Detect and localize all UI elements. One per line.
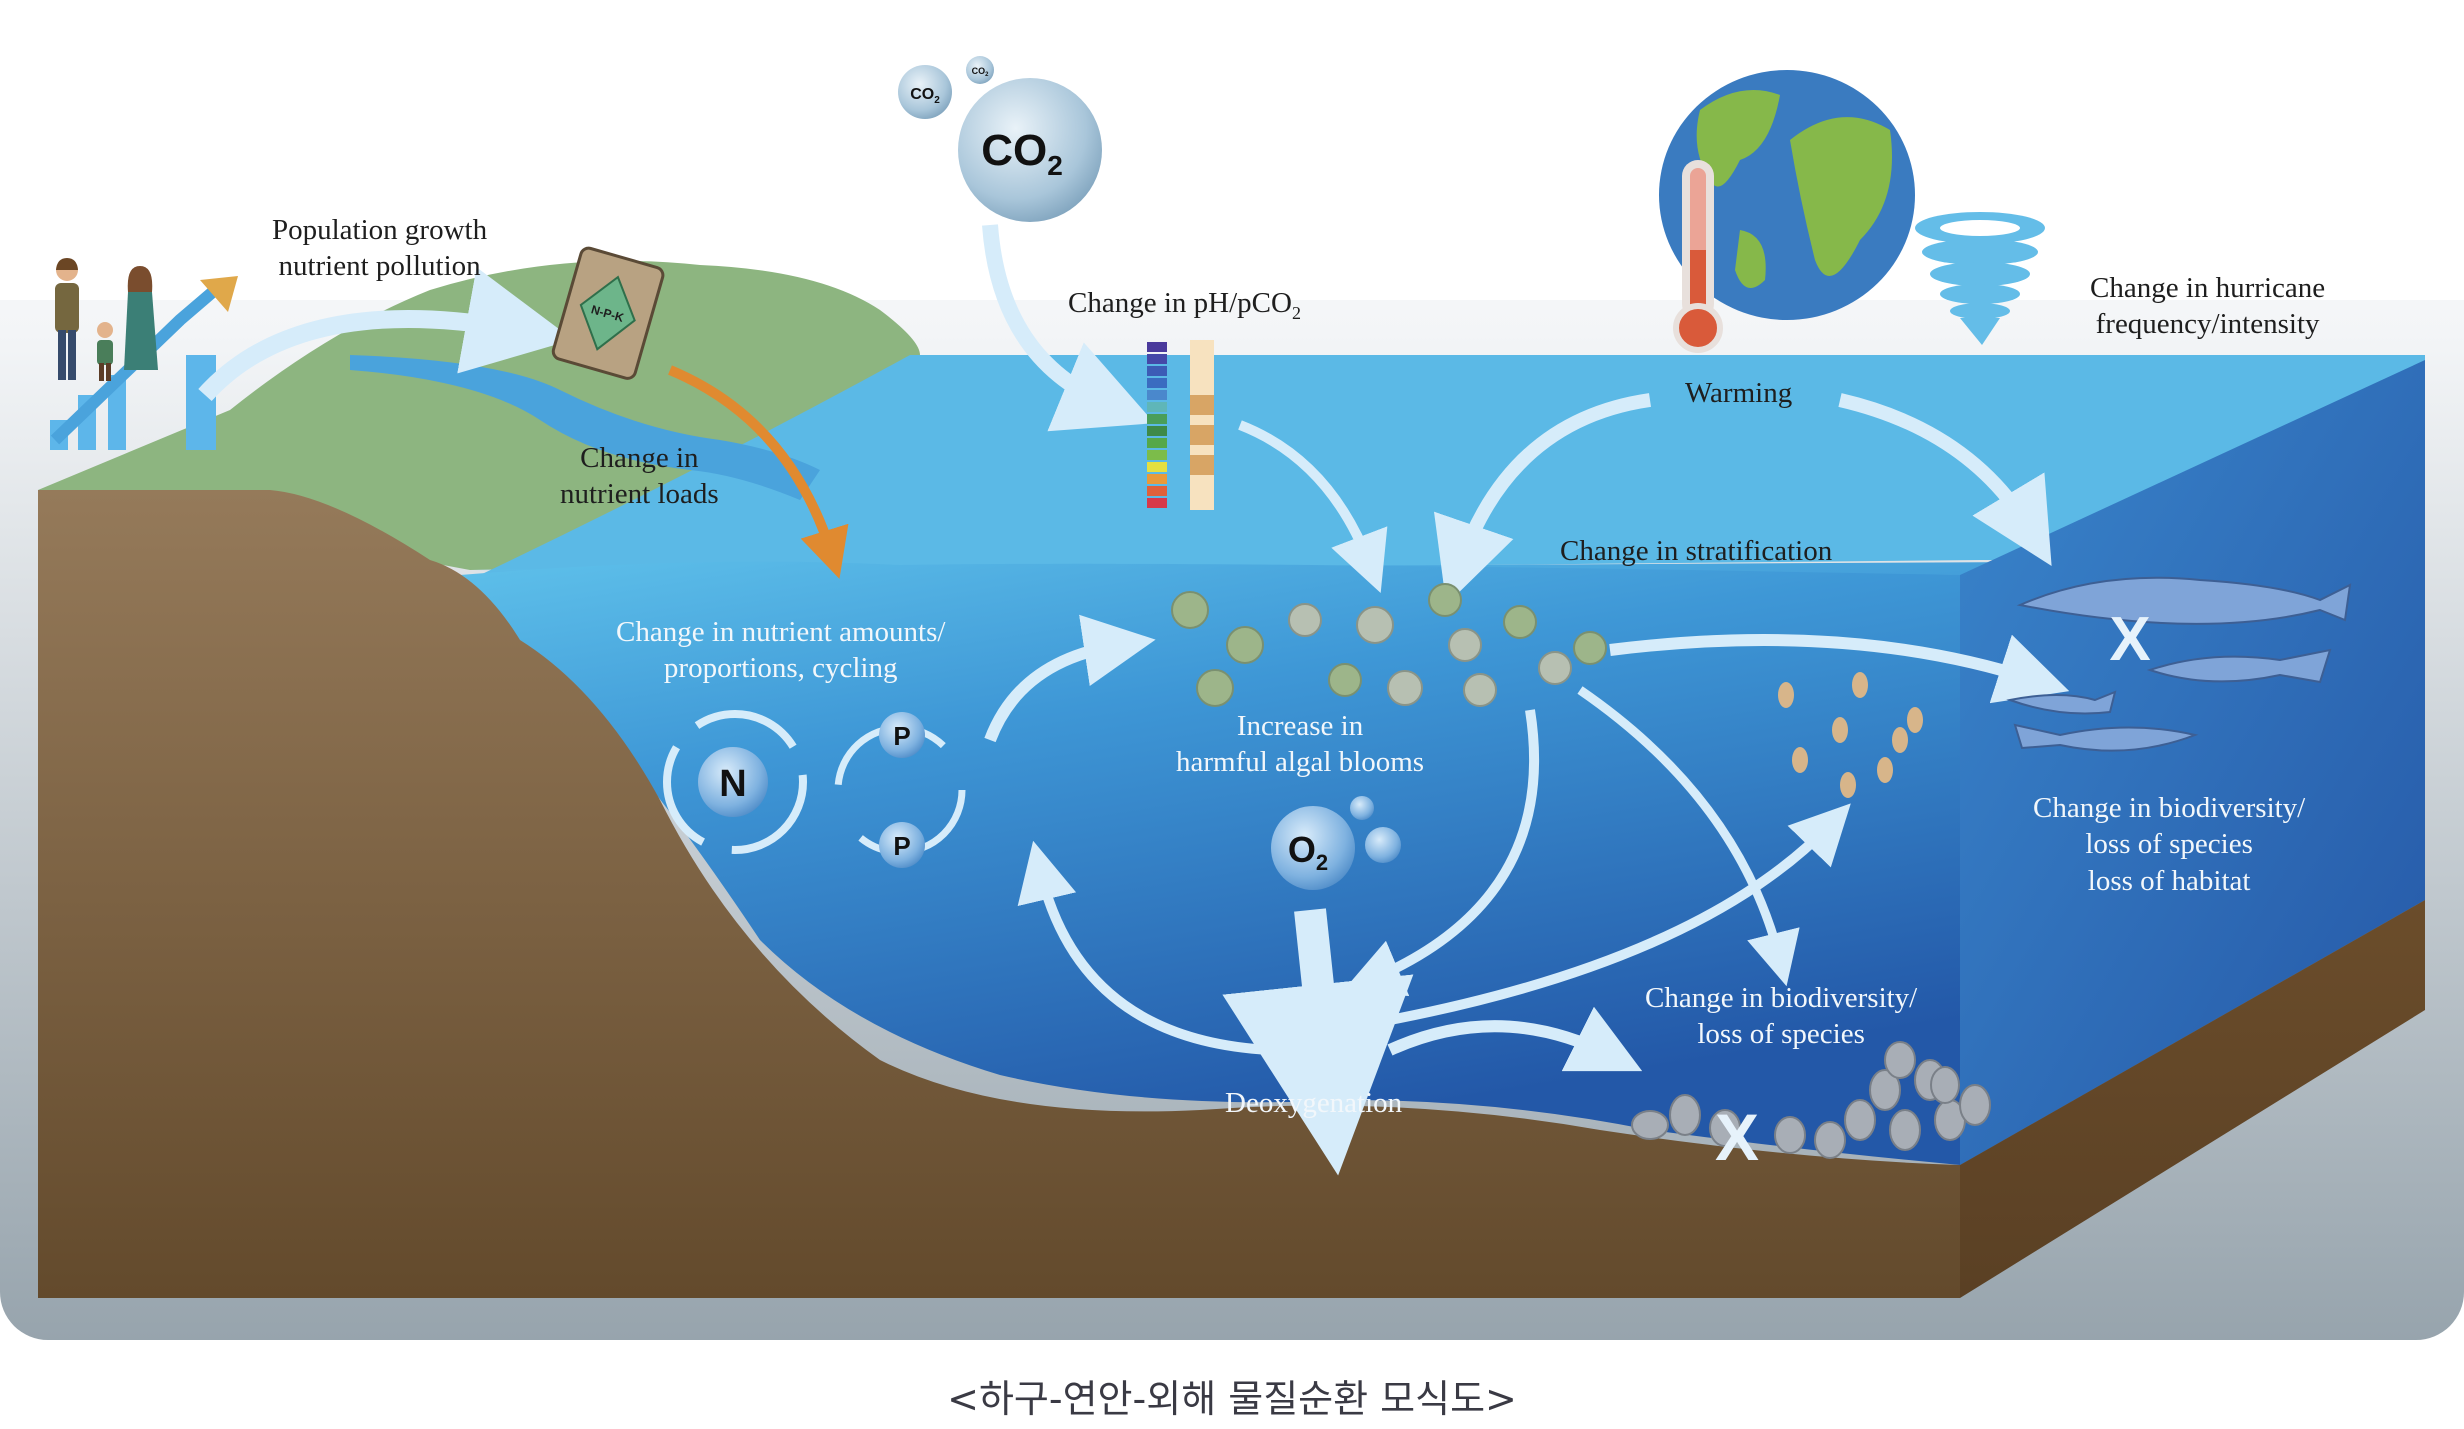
label-algal-blooms: Increase in harmful algal blooms	[1176, 708, 1424, 781]
fertilizer-bag-icon: N-P-K	[551, 246, 665, 380]
svg-text:CO2: CO2	[981, 126, 1063, 181]
fish-school-icon	[2006, 576, 2352, 752]
globe-icon	[1659, 70, 1915, 320]
oyster-reef-icon	[1631, 1041, 1991, 1159]
svg-text:N: N	[719, 763, 746, 805]
label-open-ocean-biodiversity: Change in biodiversity/ loss of species …	[2033, 790, 2305, 899]
zooplankton-icon	[1778, 672, 1923, 798]
co2-bubble-large	[958, 78, 1102, 222]
svg-text:CO2: CO2	[972, 66, 990, 78]
river	[350, 355, 820, 500]
benthic-loss-mark: X	[1715, 1100, 1759, 1174]
label-warming: Warming	[1685, 377, 1793, 409]
water-side	[1960, 360, 2425, 1165]
arrow-ph-to-blooms	[1238, 420, 1388, 594]
label-hurricane: Change in hurricane frequency/intensity	[2090, 270, 2325, 343]
label-line: nutrient loads	[560, 478, 719, 511]
arrow-deoxygenation-to-benthic	[1387, 1006, 1643, 1072]
svg-text:O2: O2	[1288, 829, 1328, 875]
label-line: Population growth	[272, 214, 488, 246]
label-ph-pco2: Change in pH/pCO2	[1068, 285, 1301, 324]
fish-loss-mark: X	[2109, 605, 2150, 674]
nitrogen-cycle: N	[663, 710, 807, 854]
arrow-deoxygenation-to-nutrients	[1017, 840, 1271, 1055]
label-subscript: 2	[1291, 302, 1301, 323]
arrow-warming-to-open-ocean	[1838, 393, 2052, 567]
label-nutrient-cycling: Change in nutrient amounts/ proportions,…	[616, 614, 945, 687]
label-line: loss of species	[1697, 1018, 1865, 1051]
arrow-blooms-to-fish	[1609, 634, 2070, 704]
label-line: Change in nutrient amounts/	[616, 616, 946, 648]
label-line: frequency/intensity	[2095, 308, 2320, 341]
phosphorus-cycle: P P	[834, 712, 966, 868]
co2-bubble-tiny	[966, 56, 994, 84]
figure-caption: <하구-연안-외해 물질순환 모식도>	[947, 1377, 1517, 1421]
label-line: Change in hurricane	[2090, 272, 2326, 304]
label-line: Change in biodiversity/	[1645, 982, 1918, 1014]
diagram-canvas: N-P-K CO2 CO2 CO2	[0, 0, 2464, 1340]
label-benthic-biodiversity: Change in biodiversity/ loss of species	[1645, 980, 1917, 1053]
label-population-growth: Population growth nutrient pollution	[272, 212, 487, 285]
arrow-deoxygenation-to-zooplankton	[1389, 803, 1851, 1025]
arrow-o2-to-deoxygenation	[1222, 908, 1414, 1176]
hurricane-icon	[1915, 212, 2045, 345]
arrow-population-to-fertilizer	[198, 267, 574, 402]
o2-bubbles: O2	[1271, 796, 1401, 890]
o2-bubble-large	[1271, 806, 1355, 890]
label-line: Increase in	[1236, 710, 1364, 742]
seabed-soil-side	[1960, 900, 2425, 1298]
estuary-cycle-diagram: N-P-K CO2 CO2 CO2	[0, 0, 2464, 1340]
svg-text:P: P	[893, 721, 910, 751]
phosphorus-molecule-bottom	[879, 822, 925, 868]
svg-text:P: P	[893, 831, 910, 861]
co2-bubble-small	[898, 65, 952, 119]
o2-bubble-tiny	[1350, 796, 1374, 820]
label-stratification: Change in stratification	[1560, 535, 1833, 567]
label-deoxygenation: Deoxygenation	[1225, 1087, 1403, 1119]
arrow-blooms-to-benthic-biodiversity	[1577, 686, 1800, 987]
label-line: Change in	[580, 442, 699, 474]
label-line: loss of species	[2085, 828, 2253, 861]
label-line: loss of habitat	[2087, 864, 2251, 897]
label-line: Change in biodiversity/	[2033, 792, 2306, 824]
svg-text:CO2: CO2	[910, 86, 940, 106]
phosphorus-molecule-top	[879, 712, 925, 758]
seabed-soil	[38, 490, 1960, 1298]
algal-bloom-cells	[1171, 583, 1607, 707]
arrow-co2-to-water	[982, 224, 1155, 432]
label-line: proportions, cycling	[663, 652, 898, 685]
arrow-blooms-to-deoxygenation	[1342, 709, 1540, 996]
water-surface	[480, 355, 2425, 575]
label-line: harmful algal blooms	[1176, 746, 1425, 779]
arrow-nutrient-runoff	[668, 365, 849, 579]
arrow-warming-to-stratification	[1434, 393, 1651, 605]
family-icon	[55, 258, 158, 381]
o2-bubble-small	[1365, 827, 1401, 863]
label-nutrient-loads: Change in nutrient loads	[560, 440, 719, 513]
co2-bubbles: CO2 CO2 CO2	[898, 56, 1102, 222]
nitrogen-molecule	[698, 747, 768, 817]
label-line: nutrient pollution	[278, 250, 481, 283]
thermometer-icon	[1673, 160, 1723, 353]
label-text: Change in pH/pCO	[1068, 287, 1292, 319]
sky	[0, 0, 2464, 300]
arrow-nutrients-to-blooms	[984, 614, 1156, 743]
ph-indicator-strip-icon	[1147, 340, 1214, 510]
population-growth-chart-icon	[50, 276, 238, 450]
